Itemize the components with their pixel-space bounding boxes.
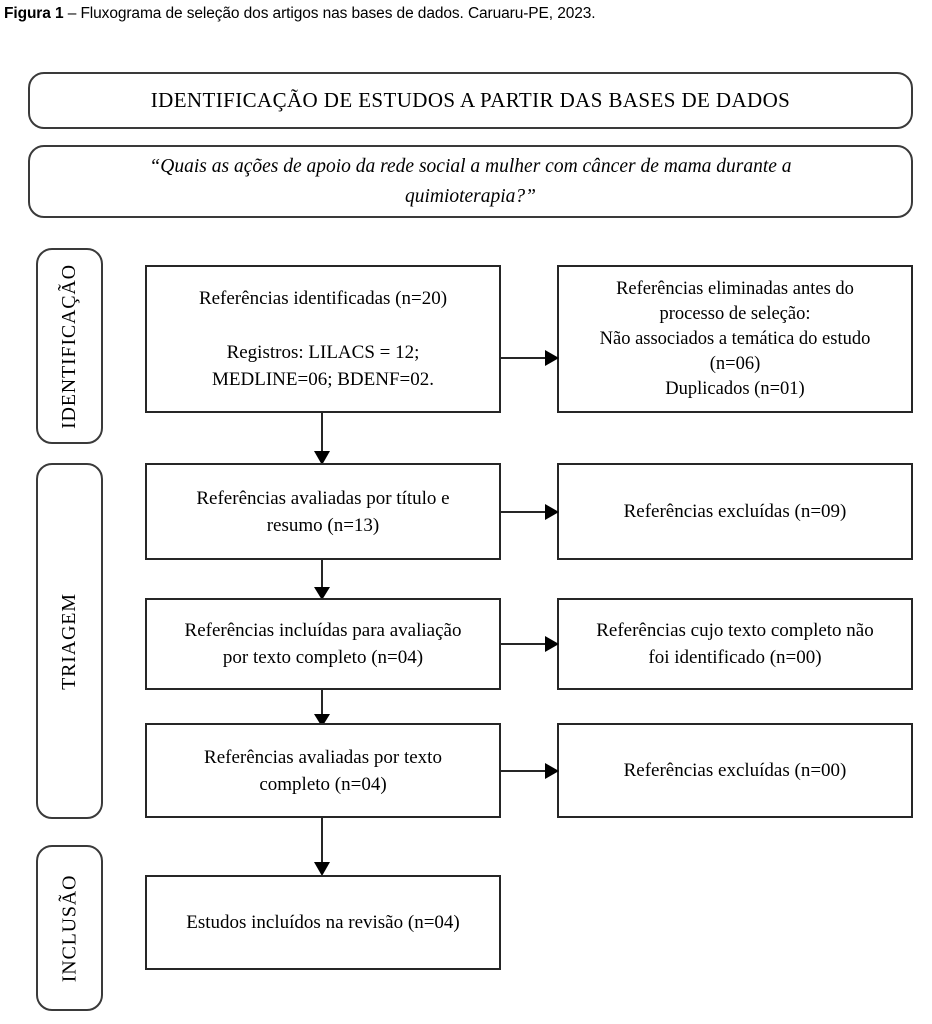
node-excluded-fulltext: Referências excluídas (n=00) [557,723,913,818]
node-references-removed-before-screening: Referências eliminadas antes do processo… [557,265,913,413]
node-included-for-fulltext-evaluation-text: Referências incluídas para avaliação por… [184,620,462,668]
banner-research-question: “Quais as ações de apoio da rede social … [28,145,913,218]
stage-label-inclusao: INCLUSÃO [36,845,103,1011]
banner-identification-text: IDENTIFICAÇÃO DE ESTUDOS A PARTIR DAS BA… [150,88,791,112]
connector-screened-to-fulltext-eval [308,560,336,600]
node-assessed-fulltext-text: Referências avaliadas por texto completo… [204,746,442,795]
stage-label-inclusao-text: INCLUSÃO [58,874,81,982]
figure-caption-dash: – [63,5,81,22]
node-references-identified: Referências identificadas (n=20) Registr… [145,265,501,413]
stage-label-identificacao-text: IDENTIFICAÇÃO [58,263,80,429]
connector-fulltext-eval-to-not-retrieved [501,630,559,658]
node-screened-title-abstract-text: Referências avaliadas por título e resum… [196,487,450,536]
node-included-for-fulltext-evaluation: Referências incluídas para avaliação por… [145,598,501,690]
node-excluded-fulltext-text: Referências excluídas (n=00) [623,760,847,781]
banner-identification: IDENTIFICAÇÃO DE ESTUDOS A PARTIR DAS BA… [28,72,913,129]
connector-fulltext-eval-to-assessed [308,690,336,727]
connector-assessed-to-included-review [308,818,336,876]
node-references-removed-before-screening-text: Referências eliminadas antes do processo… [599,278,871,399]
stage-label-triagem: TRIAGEM [36,463,103,819]
figure-caption-text: Fluxograma de seleção dos artigos nas ba… [80,5,596,22]
stage-label-identificacao: IDENTIFICAÇÃO [36,248,103,444]
figure-caption-label: Figura 1 [4,5,64,22]
node-fulltext-not-retrieved-text: Referências cujo texto completo não foi … [596,620,874,668]
node-fulltext-not-retrieved: Referências cujo texto completo não foi … [557,598,913,690]
stage-label-triagem-text: TRIAGEM [58,592,80,690]
node-included-in-review: Estudos incluídos na revisão (n=04) [145,875,501,970]
connector-assessed-to-excluded-fulltext [501,757,559,785]
node-excluded-title-abstract: Referências excluídas (n=09) [557,463,913,560]
connector-screened-to-excluded [501,498,559,526]
connector-identified-to-removed [501,344,559,372]
node-included-in-review-text: Estudos incluídos na revisão (n=04) [186,912,460,933]
node-references-identified-text: Referências identificadas (n=20) Registr… [198,288,448,390]
banner-research-question-text: “Quais as ações de apoio da rede social … [149,155,792,207]
node-assessed-fulltext: Referências avaliadas por texto completo… [145,723,501,818]
connector-identified-to-screened [308,413,336,465]
figure-caption: Figura 1 – Fluxograma de seleção dos art… [4,5,928,23]
node-screened-title-abstract: Referências avaliadas por título e resum… [145,463,501,560]
node-excluded-title-abstract-text: Referências excluídas (n=09) [623,501,847,522]
